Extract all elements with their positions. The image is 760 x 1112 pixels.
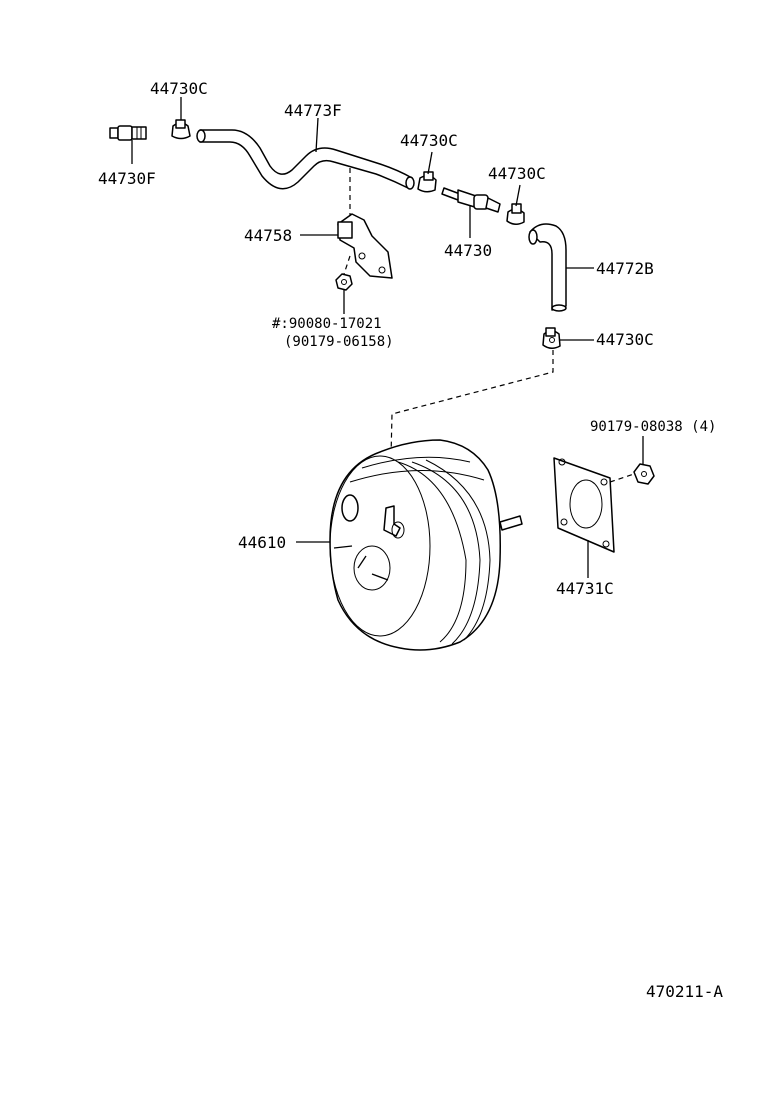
- label-44772b: 44772B: [596, 259, 654, 278]
- brake-booster-44610[interactable]: [296, 439, 523, 651]
- label-44730c-mid-right: 44730C: [488, 164, 546, 183]
- check-valve-44730[interactable]: [441, 187, 501, 238]
- label-44731c: 44731C: [556, 579, 614, 598]
- clamp-44730c-mid-right[interactable]: [506, 184, 525, 225]
- connector-44730f[interactable]: [109, 125, 147, 164]
- clamp-to-booster-guide: [389, 350, 554, 501]
- gasket-44731c[interactable]: [553, 457, 615, 578]
- label-44730c-mid-upper: 44730C: [400, 131, 458, 150]
- label-nut-qty: 90179-08038 (4): [590, 419, 716, 435]
- nut-90179-08038[interactable]: [609, 436, 655, 485]
- label-44730: 44730: [444, 241, 492, 260]
- label-44730c-top-left: 44730C: [150, 79, 208, 98]
- label-44730f: 44730F: [98, 169, 156, 188]
- label-44730c-booster: 44730C: [596, 330, 654, 349]
- label-44773f: 44773F: [284, 101, 342, 120]
- clamp-44730c-top-left[interactable]: [171, 97, 191, 140]
- diagram-id: 470211-A: [646, 982, 723, 1001]
- clamp-44730c-booster[interactable]: [542, 327, 594, 349]
- label-bolt-ref-2: (90179-06158): [284, 334, 394, 350]
- bolt-90080-17021[interactable]: [335, 255, 353, 314]
- label-44610: 44610: [238, 533, 286, 552]
- label-44758: 44758: [244, 226, 292, 245]
- hose-44772b[interactable]: [528, 223, 594, 312]
- label-bolt-ref-1: #:90080-17021: [272, 316, 382, 332]
- clamp-44730c-mid-upper[interactable]: [417, 151, 437, 193]
- bracket-44758[interactable]: [300, 213, 393, 279]
- hose-44773f[interactable]: [196, 117, 415, 190]
